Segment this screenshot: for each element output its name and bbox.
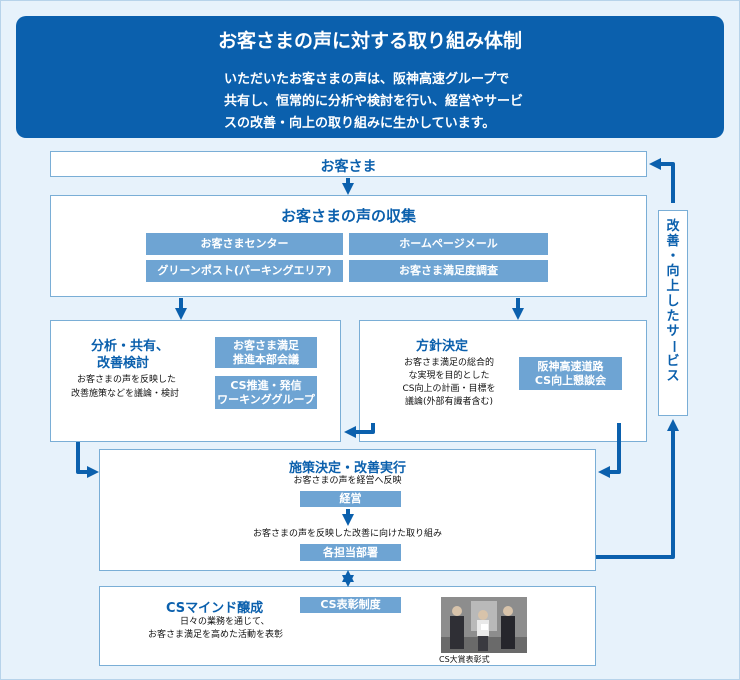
arrow-execution-to-service [596, 419, 679, 559]
photo-caption: CS大賞表彰式 [439, 655, 490, 664]
arrow-analysis-to-execution [76, 442, 99, 478]
policy-title: 方針決定 [416, 339, 469, 354]
customer-box: お客さま [50, 151, 647, 177]
chip-cs-forum: 阪神高速道路 CS向上懇談会 [519, 357, 622, 390]
chip-satisfaction-council-line2: 推進本部会議 [233, 352, 299, 366]
policy-box: 方針決定 お客さま満足の総合的 な実現を目的とした CS向上の計画・目標を 議論… [359, 320, 647, 442]
collection-box: お客さまの声の収集 お客さまセンター ホームページメール グリーンポスト(パーキ… [50, 195, 647, 297]
cs-mind-desc-1: 日々の業務を通じて、 [180, 617, 270, 627]
arrow-service-to-customer [649, 158, 675, 203]
channel-homepage-mail: ホームページメール [349, 233, 548, 255]
chip-cs-forum-line1: 阪神高速道路 [537, 359, 604, 373]
award-ceremony-photo [441, 597, 527, 653]
execution-desc-1: お客さまの声を経営へ反映 [293, 476, 402, 486]
chip-departments: 各担当部署 [300, 544, 401, 561]
execution-title: 施策決定・改善実行 [288, 461, 406, 476]
chip-cs-forum-line2: CS向上懇談会 [534, 373, 607, 387]
chip-cs-working-group: CS推進・発信 ワーキンググループ [215, 376, 317, 409]
policy-desc-line2: な実現を目的とした [408, 371, 490, 382]
collection-title: お客さまの声の収集 [280, 207, 416, 225]
channel-customer-center: お客さまセンター [146, 233, 343, 255]
arrow-policy-to-execution [598, 423, 621, 478]
arrow-policy-to-analysis [344, 423, 375, 438]
award-ceremony-illustration [441, 597, 527, 653]
channel-green-post: グリーンポスト(パーキングエリア) [146, 260, 343, 282]
policy-desc-line3: CS向上の計画・目標を [402, 384, 496, 395]
improved-service-label: 改善・向上したサービス [665, 219, 681, 384]
header-line-2: 共有し、恒常的に分析や検討を行い、経営やサービ [224, 94, 524, 109]
analysis-title-line1: 分析・共有、 [91, 339, 170, 354]
header-line-1: いただいたお客さまの声は、阪神高速グループで [224, 72, 510, 87]
policy-desc-line4: 議論(外部有識者含む) [404, 397, 494, 408]
chip-cs-working-group-line1: CS推進・発信 [230, 378, 302, 392]
analysis-box: 分析・共有、 改善検討 お客さまの声を反映した 改善施策などを議論・検討 お客さ… [50, 320, 341, 442]
channel-satisfaction-survey: お客さま満足度調査 [349, 260, 548, 282]
header-banner: お客さまの声に対する取り組み体制 いただいたお客さまの声は、阪神高速グループで … [16, 16, 724, 138]
cs-mind-desc-2: お客さま満足を高めた活動を表彰 [148, 630, 284, 640]
chip-satisfaction-council-line1: お客さま満足 [233, 338, 299, 352]
chip-satisfaction-council: お客さま満足 推進本部会議 [215, 337, 317, 368]
chip-cs-working-group-line2: ワーキンググループ [217, 392, 315, 406]
policy-desc: お客さま満足の総合的 な実現を目的とした CS向上の計画・目標を 議論(外部有識… [386, 357, 512, 409]
chip-management: 経営 [300, 491, 401, 507]
customer-label: お客さま [320, 159, 377, 175]
execution-desc-2: お客さまの声を反映した改善に向けた取り組み [252, 529, 442, 539]
page-title: お客さまの声に対する取り組み体制 [217, 30, 522, 52]
cs-mind-title: CSマインド醸成 [166, 601, 264, 616]
improved-service-box: 改善・向上したサービス [658, 210, 688, 416]
analysis-desc-line2: 改善施策などを議論・検討 [71, 389, 180, 399]
chip-cs-award: CS表彰制度 [300, 597, 401, 613]
policy-desc-line1: お客さま満足の総合的 [403, 358, 494, 368]
header-line-3: スの改善・向上の取り組みに生かしています。 [224, 116, 496, 131]
analysis-desc-line1: お客さまの声を反映した [77, 375, 177, 385]
analysis-title-line2: 改善検討 [97, 356, 150, 371]
